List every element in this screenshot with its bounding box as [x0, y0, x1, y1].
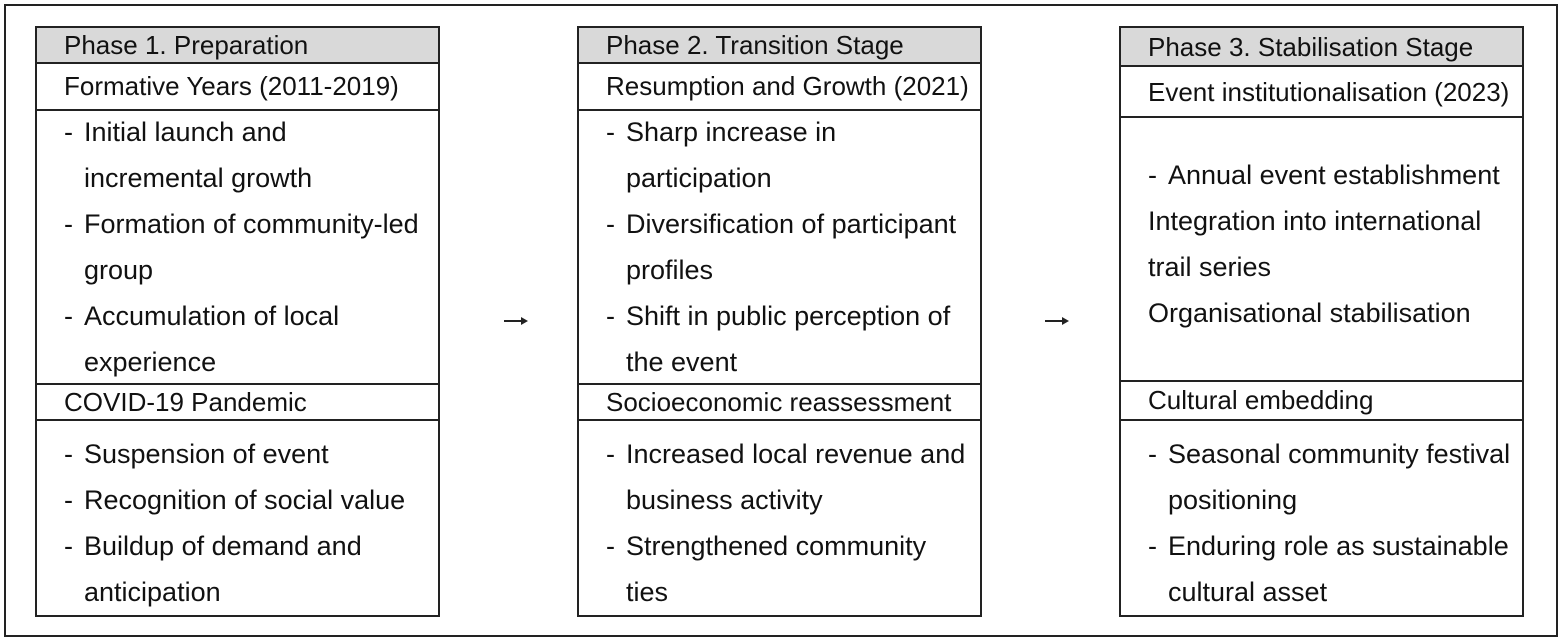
phase-header: Phase 1. Preparation [37, 28, 438, 65]
arrow-right-icon [1044, 311, 1070, 331]
list-item: Seasonal community festival positioning [1148, 431, 1512, 523]
phase-1-box: Phase 1. Preparation Formative Years (20… [35, 26, 440, 617]
list-item: Strengthened community ties [606, 523, 970, 615]
phase-2-box: Phase 2. Transition Stage Resumption and… [577, 26, 982, 617]
list-item: Increased local revenue and business act… [606, 431, 970, 523]
phase-header: Phase 3. Stabilisation Stage [1121, 28, 1522, 68]
phase-top-section: Sharp increase in participation Diversif… [579, 109, 980, 385]
list-item: Recognition of social value [64, 477, 428, 523]
top-items-list: Annual event establishment Integration i… [1148, 152, 1512, 336]
phase-top-section: Initial launch and incremental growth Fo… [37, 109, 438, 385]
list-item: Organisational stabilisation [1148, 297, 1471, 328]
list-item: Suspension of event [64, 431, 428, 477]
phase-bottom-section: Increased local revenue and business act… [579, 421, 980, 615]
arrow-right-icon [503, 311, 529, 331]
top-items-list: Sharp increase in participation Diversif… [606, 109, 970, 385]
section-title: Cultural embedding [1121, 382, 1522, 421]
diagram-frame [4, 4, 1558, 637]
list-item: Integration into international trail ser… [1148, 205, 1482, 282]
phase-bottom-section: Seasonal community festival positioning … [1121, 421, 1522, 615]
phase-subtitle: Event institutionalisation (2023) [1121, 67, 1522, 119]
section-title: Socioeconomic reassessment [579, 385, 980, 421]
phase-3-box: Phase 3. Stabilisation Stage Event insti… [1119, 26, 1524, 617]
phase-subtitle: Resumption and Growth (2021) [579, 64, 980, 111]
list-item: Accumulation of local experience [64, 293, 428, 385]
phase-top-section: Annual event establishment Integration i… [1121, 118, 1522, 382]
list-item: Annual event establishment [1148, 152, 1512, 198]
list-item: Diversification of participant profiles [606, 201, 970, 293]
list-item: Formation of community-led group [64, 201, 428, 293]
bottom-items-list: Suspension of event Recognition of socia… [64, 431, 428, 615]
phase-header: Phase 2. Transition Stage [579, 28, 980, 65]
phase-bottom-section: Suspension of event Recognition of socia… [37, 421, 438, 615]
list-item: Initial launch and incremental growth [64, 109, 428, 201]
list-item: Sharp increase in participation [606, 109, 970, 201]
phase-subtitle: Formative Years (2011-2019) [37, 64, 438, 111]
bottom-items-list: Increased local revenue and business act… [606, 431, 970, 615]
bottom-items-list: Seasonal community festival positioning … [1148, 431, 1512, 615]
list-item: Enduring role as sustainable cultural as… [1148, 523, 1512, 615]
section-title: COVID-19 Pandemic [37, 385, 438, 421]
list-item: Shift in public perception of the event [606, 293, 970, 385]
top-items-list: Initial launch and incremental growth Fo… [64, 109, 428, 385]
list-item: Buildup of demand and anticipation [64, 523, 428, 615]
